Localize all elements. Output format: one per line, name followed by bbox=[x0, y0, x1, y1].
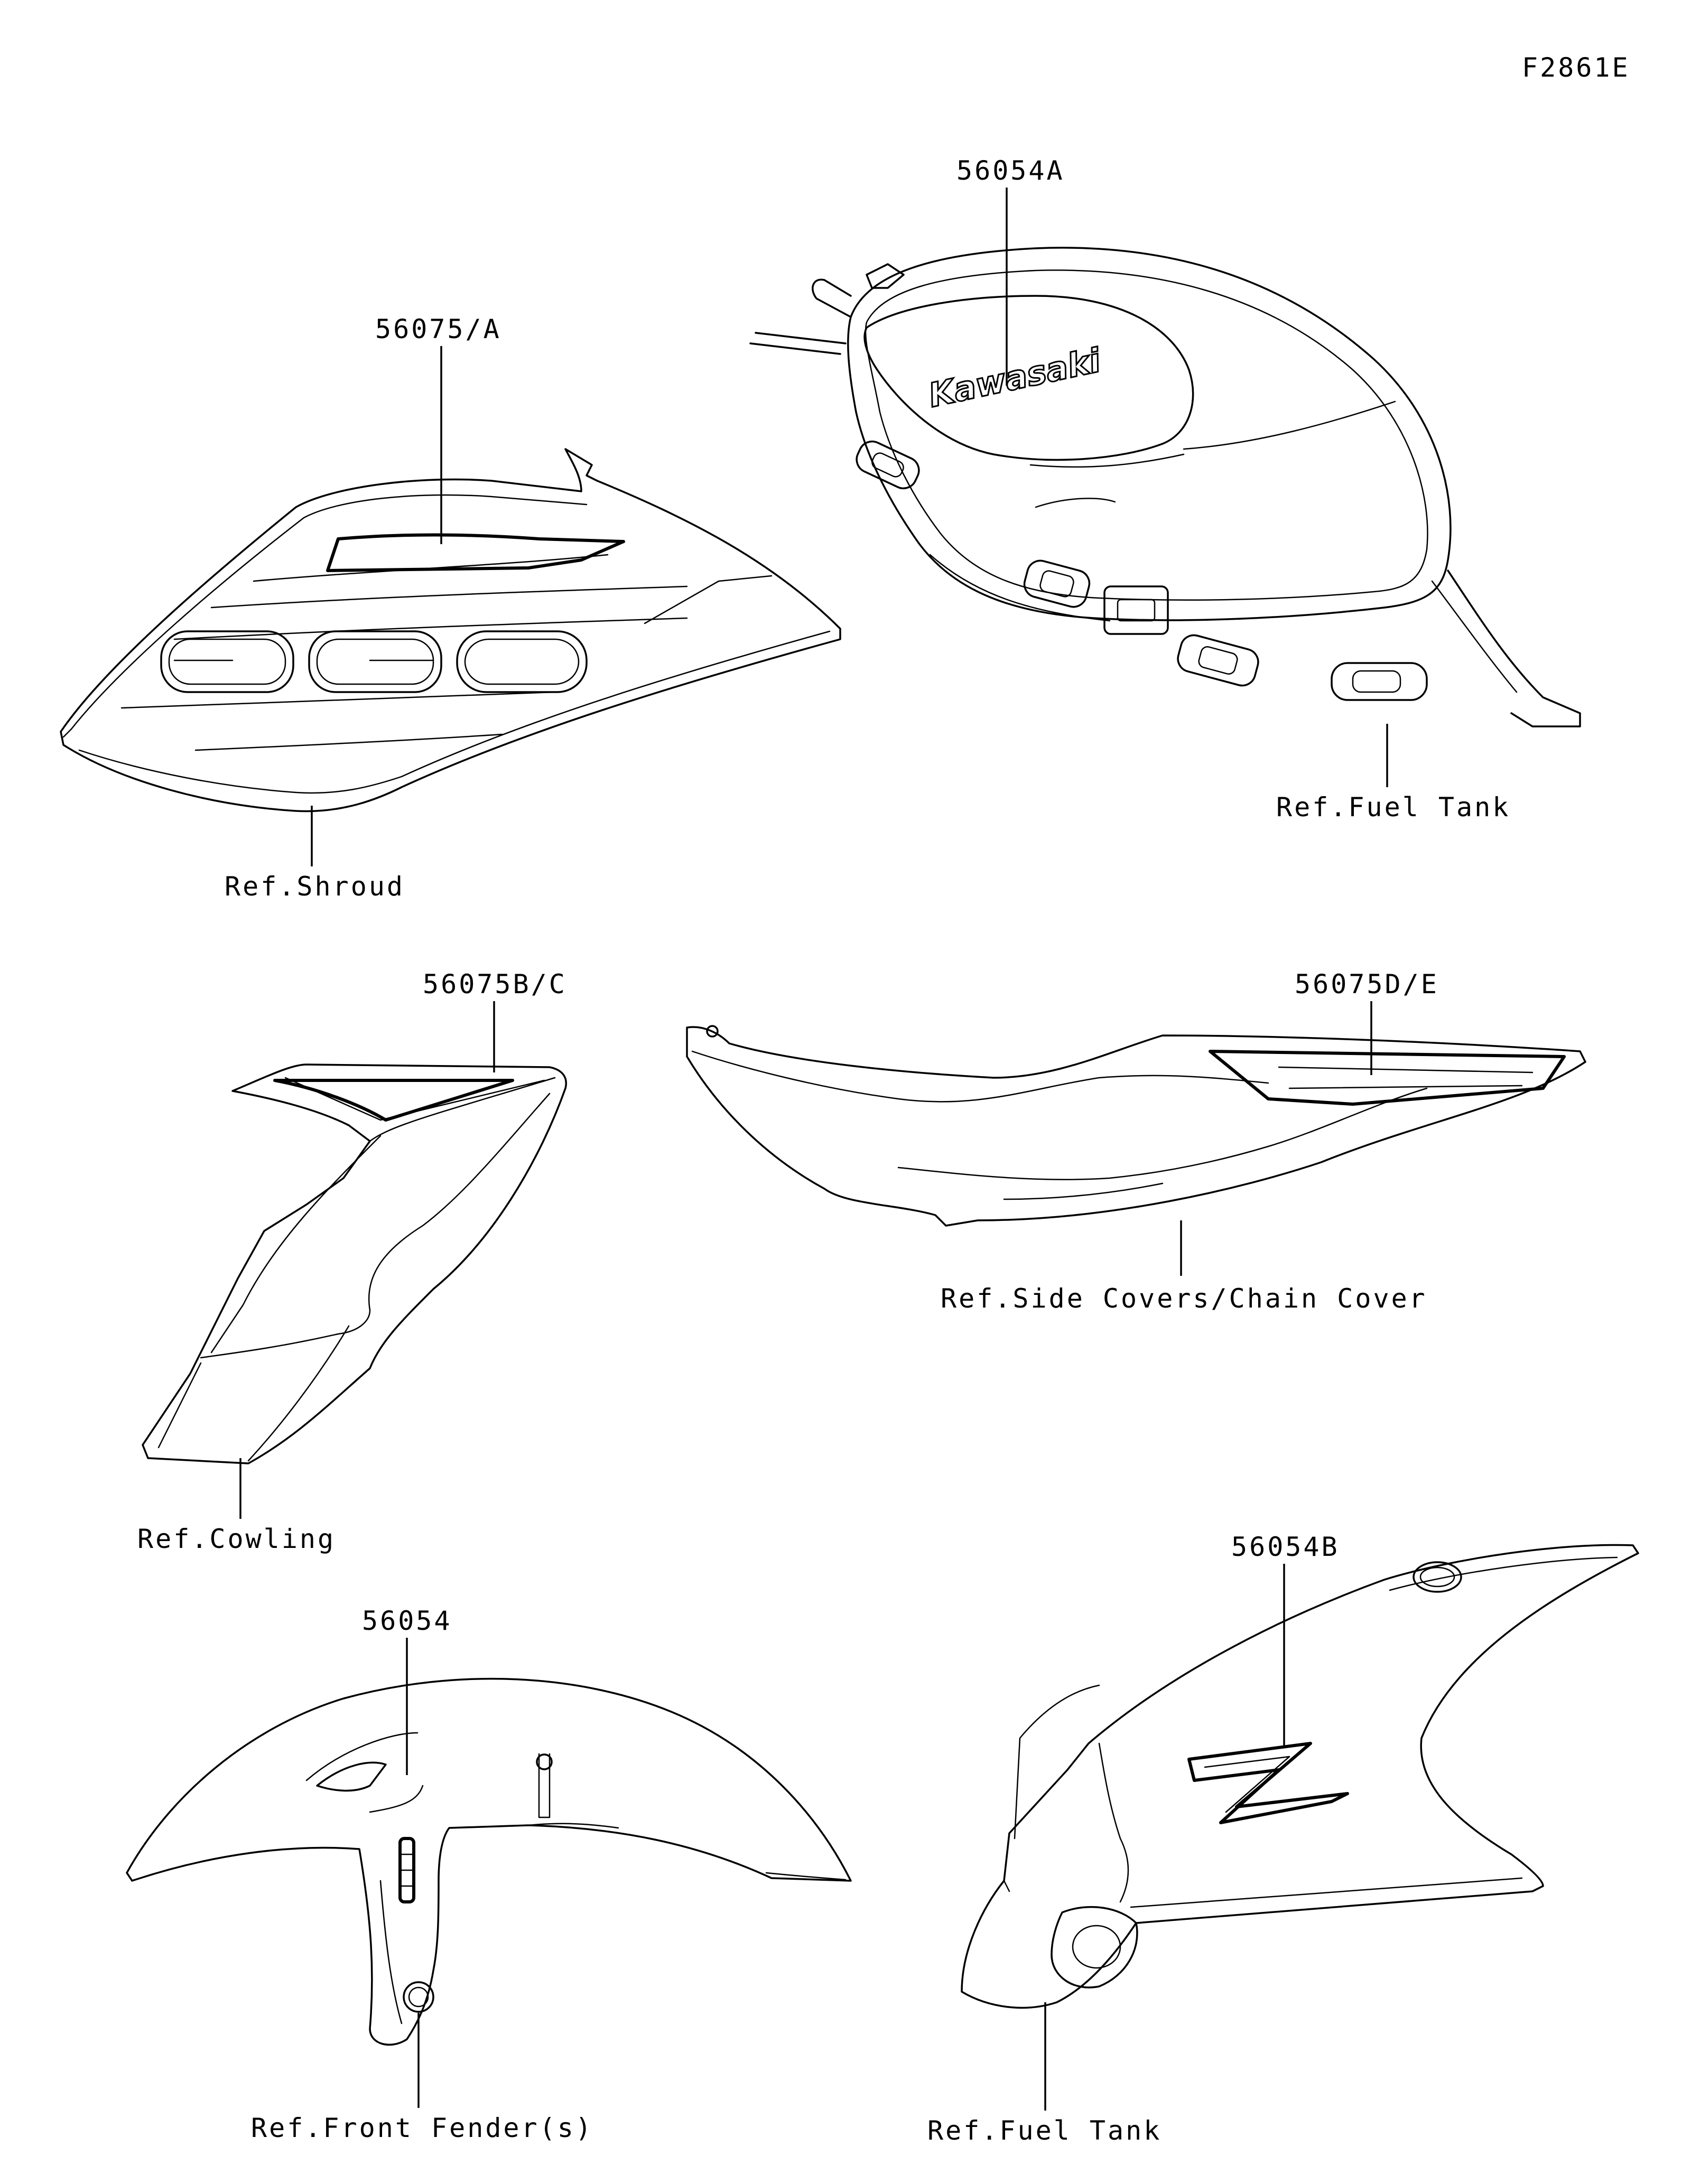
part-number-56075D-E: 56075D/E bbox=[1295, 969, 1439, 1000]
part-number-56075B-C: 56075B/C bbox=[423, 969, 567, 1000]
part-number-56054A: 56054A bbox=[956, 155, 1065, 186]
part-number-56075-A: 56075/A bbox=[375, 314, 501, 344]
shroud-drawing bbox=[60, 448, 841, 813]
ref-cowling: Ref.Cowling bbox=[137, 1524, 336, 1554]
side-cover-drawing bbox=[686, 1025, 1586, 1227]
side-cover-decal-group: 56075D/E Ref.Side Covers/Chain Cover bbox=[686, 969, 1586, 1314]
fuel-tank-side-drawing bbox=[961, 1544, 1639, 2009]
fuel-tank-decal-group: 56054A bbox=[749, 155, 1581, 823]
kawasaki-logo-decal: Kawasaki bbox=[925, 341, 1104, 415]
cowling-drawing bbox=[142, 1063, 567, 1464]
part-number-56054: 56054 bbox=[362, 1606, 452, 1636]
front-fender-drawing bbox=[126, 1677, 852, 2046]
fuel-tank-side-decal-group: 56054B Ref.Fuel Tank bbox=[927, 1532, 1639, 2146]
ref-shroud: Ref.Shroud bbox=[225, 871, 405, 902]
figure-code: F2861E bbox=[1522, 52, 1630, 83]
ref-fuel-tank-top: Ref.Fuel Tank bbox=[1276, 792, 1510, 823]
cowling-decal-group: 56075B/C Ref.Cowling bbox=[137, 969, 567, 1554]
part-number-56054B: 56054B bbox=[1231, 1532, 1340, 1562]
ref-front-fender: Ref.Front Fender(s) bbox=[251, 2113, 593, 2143]
shroud-decal-group: 56075/A Ref.Shroud bbox=[60, 314, 841, 902]
fuel-tank-drawing bbox=[749, 247, 1581, 727]
front-fender-decal-group: 56054 Ref.Front Fender(s) bbox=[126, 1606, 852, 2143]
ref-fuel-tank-side: Ref.Fuel Tank bbox=[927, 2115, 1162, 2146]
ref-side-covers: Ref.Side Covers/Chain Cover bbox=[941, 1283, 1427, 1314]
